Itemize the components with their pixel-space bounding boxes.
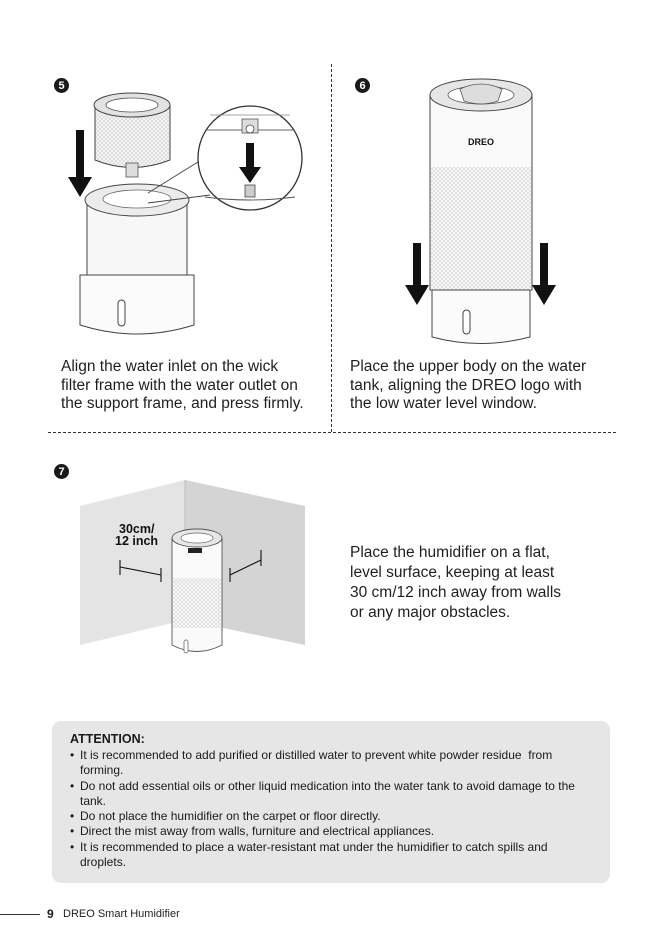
step-7-illustration: 30cm/ 12 inch [80, 480, 305, 654]
distance-marker-left [119, 560, 162, 582]
zoom-detail [197, 105, 303, 211]
attention-item: Direct the mist away from walls, furnitu… [70, 824, 596, 840]
caption-line: the low water level window. [350, 395, 537, 412]
caption-line: or any major obstacles. [350, 604, 511, 621]
water-tank [79, 183, 195, 335]
caption-line: Place the upper body on the water [350, 358, 587, 375]
horizontal-divider [48, 432, 616, 433]
step-7-number: 7 [54, 464, 69, 479]
step-7-caption: Place the humidifier on a flat, level su… [350, 543, 561, 623]
caption-line: Place the humidifier on a flat, [350, 544, 550, 561]
caption-line: the support frame, and press firmly. [61, 395, 304, 412]
dreo-logo: DREO [468, 137, 494, 147]
step-6-caption: Place the upper body on the water tank, … [350, 358, 586, 414]
vertical-divider [331, 64, 332, 432]
caption-line: filter frame with the water outlet on [61, 376, 298, 394]
humidifier-upper-body: DREO [429, 78, 533, 291]
attention-item: It is recommended to place a water-resis… [70, 840, 596, 871]
step-6-illustration: DREO [405, 78, 556, 344]
step-5-number: 5 [54, 78, 69, 93]
down-arrow-icon-left [405, 243, 429, 305]
step-5-caption: Align the water inlet on the wick filter… [61, 358, 304, 414]
caption-line: level surface, keeping at least [350, 564, 555, 581]
water-tank [431, 289, 531, 344]
page-number: 9 [47, 907, 54, 921]
down-arrow-icon [68, 130, 92, 197]
caption-line: tank, aligning the DREO logo with [350, 376, 582, 394]
attention-item: It is recommended to add purified or dis… [70, 748, 596, 779]
attention-list: It is recommended to add purified or dis… [70, 748, 596, 870]
distance-label-line-1: 30cm/ [119, 522, 155, 536]
attention-item: Do not add essential oils or other liqui… [70, 779, 596, 810]
distance-label-line-2: 12 inch [115, 534, 158, 548]
caption-line: Align the water inlet on the wick [61, 358, 279, 375]
footer-rule [0, 914, 40, 915]
attention-item: Do not place the humidifier on the carpe… [70, 809, 596, 825]
caption-line: 30 cm/12 inch away from walls [350, 584, 562, 601]
attention-title: ATTENTION: [70, 732, 145, 746]
wick-filter [93, 92, 171, 178]
down-arrow-icon-right [532, 243, 556, 305]
step-6-number: 6 [355, 78, 370, 93]
humidifier [171, 528, 223, 654]
attention-box: ATTENTION: It is recommended to add puri… [52, 721, 610, 883]
step-5-illustration [68, 92, 303, 335]
distance-marker-right [229, 550, 262, 582]
footer-title: DREO Smart Humidifier [63, 908, 180, 920]
